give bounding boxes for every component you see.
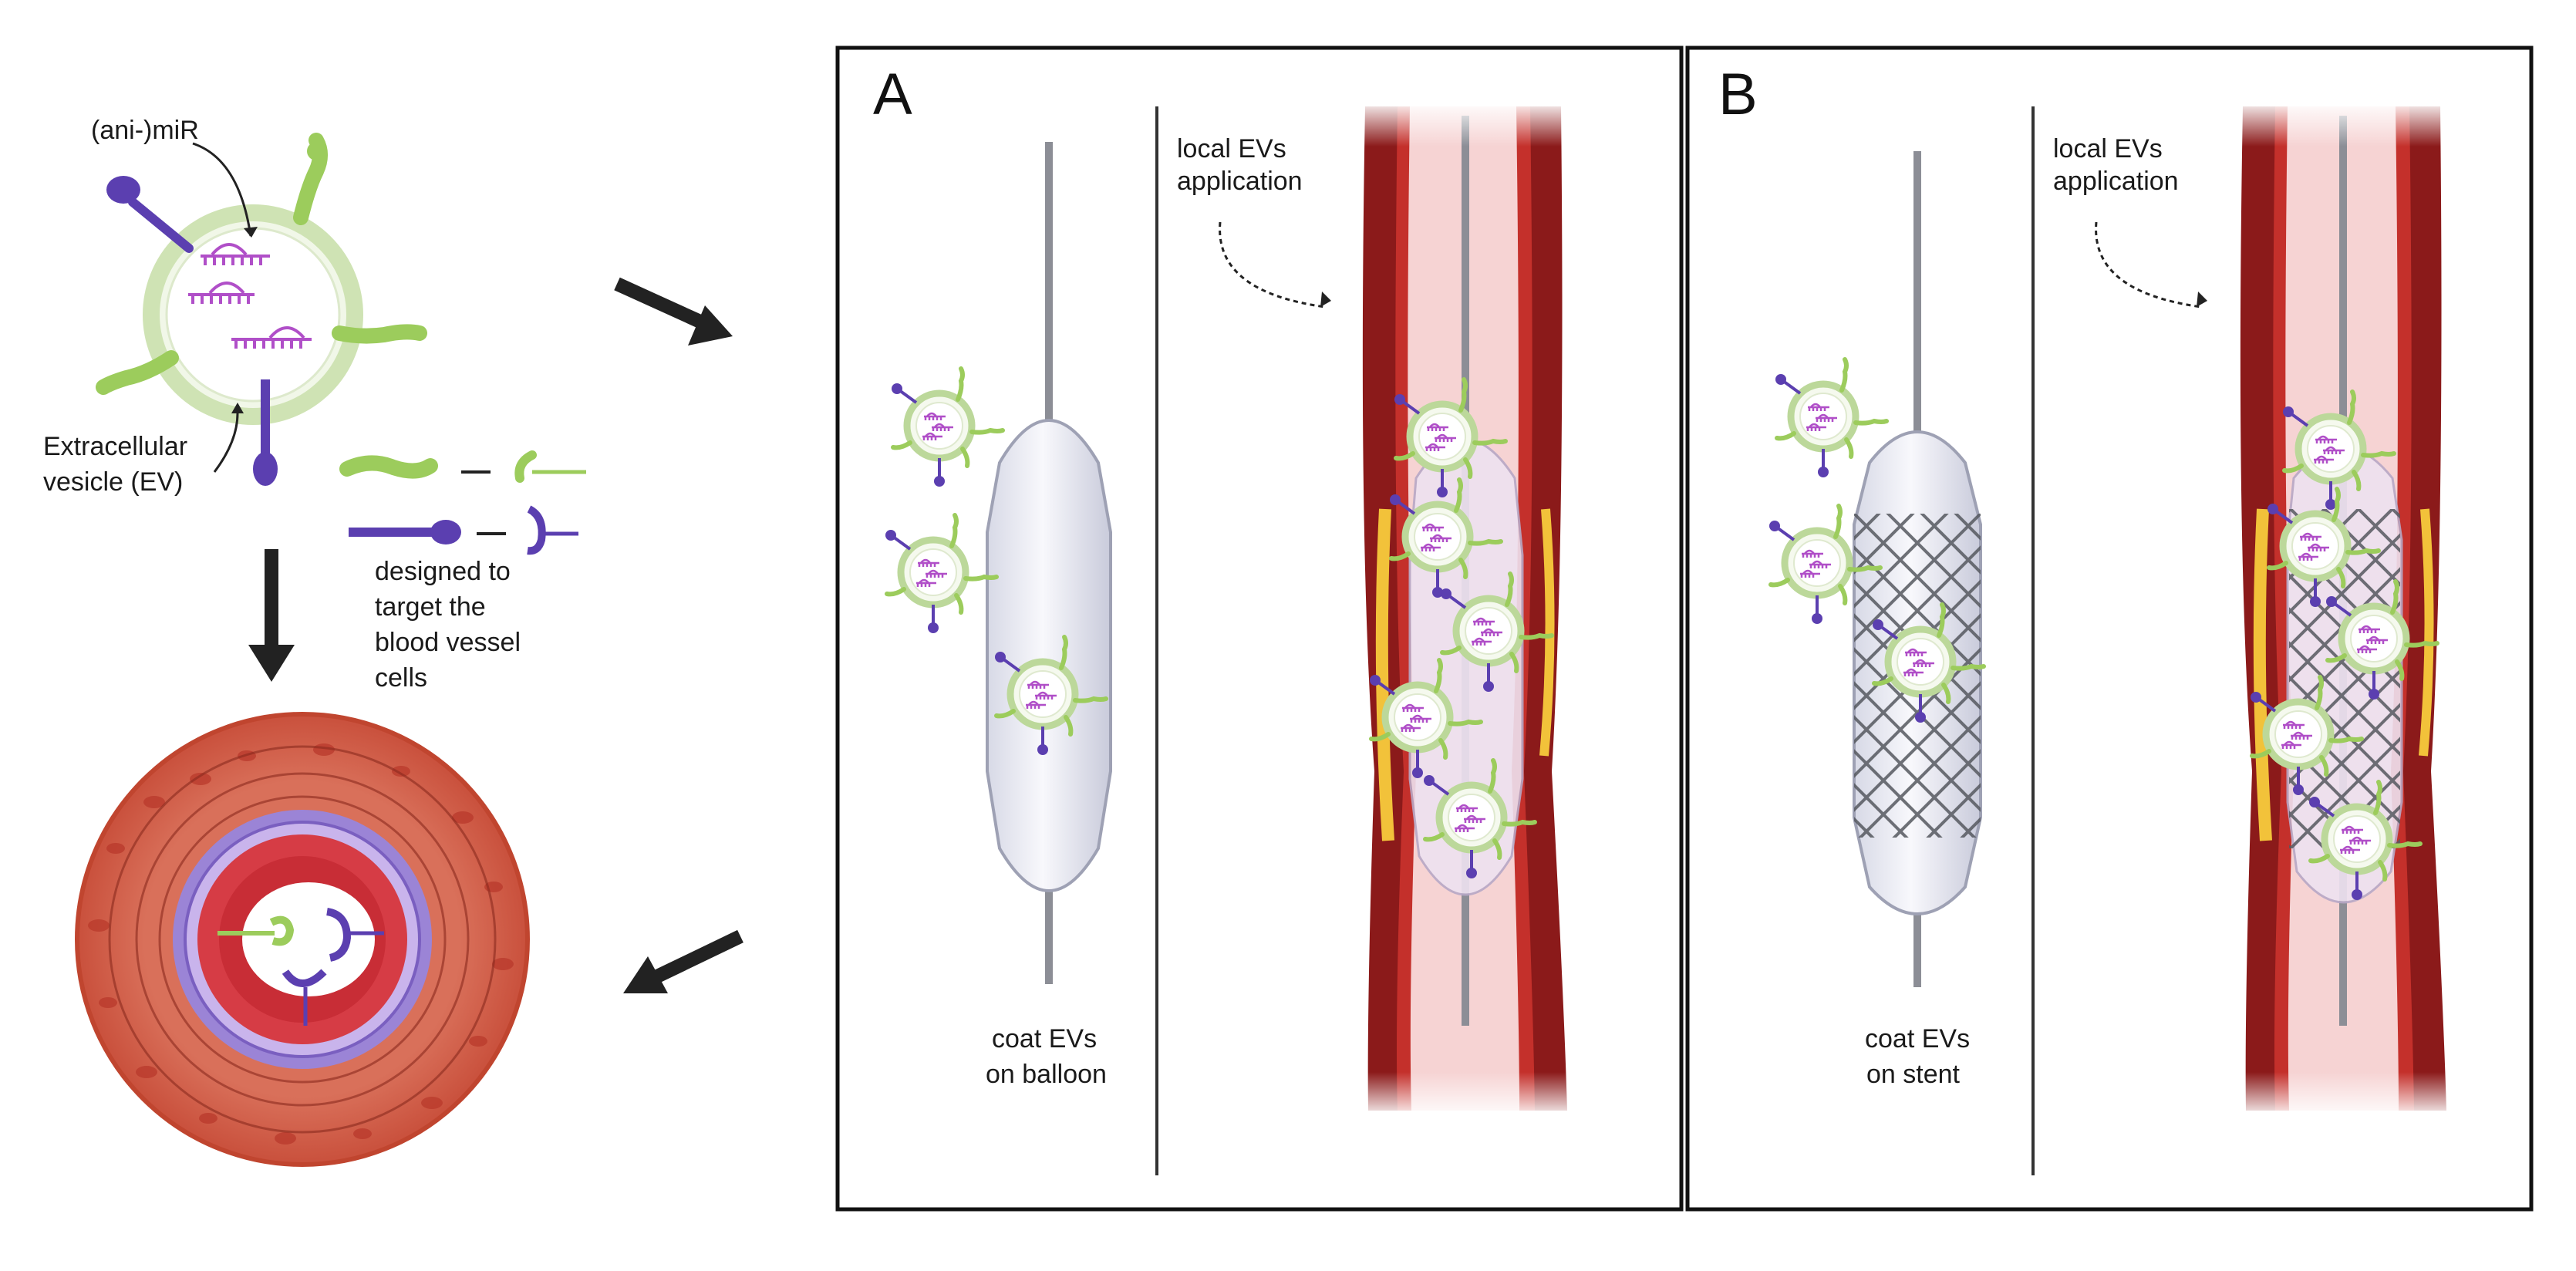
target-line3: blood vessel	[375, 628, 521, 657]
app-line1: local EVs	[2053, 134, 2163, 164]
target-line1: designed to	[375, 557, 511, 586]
app-line2: application	[1177, 167, 1303, 196]
coat-line1: coat EVs	[992, 1024, 1097, 1054]
target-line4: cells	[375, 663, 427, 693]
panel-a-frame	[835, 46, 1684, 1212]
arrow-down	[248, 549, 295, 682]
ev-label-line1: Extracellular	[43, 432, 187, 461]
arrow-to-panels	[614, 277, 733, 346]
app-pointer-arrow	[1219, 221, 1326, 308]
ligand-legend: designed to target the blood vessel cell…	[339, 450, 586, 693]
vessel-longitudinal	[1357, 100, 1573, 1118]
mirna-cargo	[188, 243, 312, 349]
mir-pointer-arrow	[192, 142, 252, 237]
flow-arrows	[248, 277, 743, 993]
vessel-cross-section	[75, 712, 530, 1167]
mir-label: (ani-)miR	[91, 116, 199, 145]
purple-ligands	[106, 176, 278, 486]
ev-particle	[892, 369, 1003, 487]
app-pointer-arrow	[2095, 221, 2202, 308]
panel-b: B coat EVs on stent local EVs applicatio…	[1685, 46, 2534, 1212]
arrow-back	[623, 929, 743, 993]
ev-particle	[1775, 359, 1886, 477]
panel-b-frame	[1685, 46, 2534, 1212]
panel-b-letter: B	[1718, 62, 1758, 127]
app-line1: local EVs	[1177, 134, 1286, 164]
panel-a-letter: A	[873, 62, 912, 127]
ev-particle	[885, 515, 996, 633]
panel-a: A coat EVs on balloon local EVs applicat…	[835, 46, 1684, 1212]
mir-pointer-arrowhead	[244, 227, 258, 238]
coat-line1: coat EVs	[1865, 1024, 1970, 1054]
coat-line2: on balloon	[986, 1060, 1107, 1089]
ev-schematic: (ani-)miR Extracellular vesicle (EV)	[43, 116, 427, 497]
ev-label-line2: vesicle (EV)	[43, 467, 183, 497]
app-pointer-arrowhead	[2197, 292, 2207, 307]
vessel-longitudinal	[2235, 100, 2451, 1118]
green-ligands	[96, 133, 427, 395]
ev-pointer-arrowhead	[231, 403, 244, 413]
app-pointer-arrowhead	[1320, 292, 1331, 307]
app-line2: application	[2053, 167, 2179, 196]
ev-pointer-arrow	[213, 413, 239, 473]
target-line2: target the	[375, 592, 486, 622]
stent-catheter	[1853, 151, 1984, 987]
balloon-catheter	[986, 142, 1112, 984]
coat-line2: on stent	[1866, 1060, 1961, 1089]
